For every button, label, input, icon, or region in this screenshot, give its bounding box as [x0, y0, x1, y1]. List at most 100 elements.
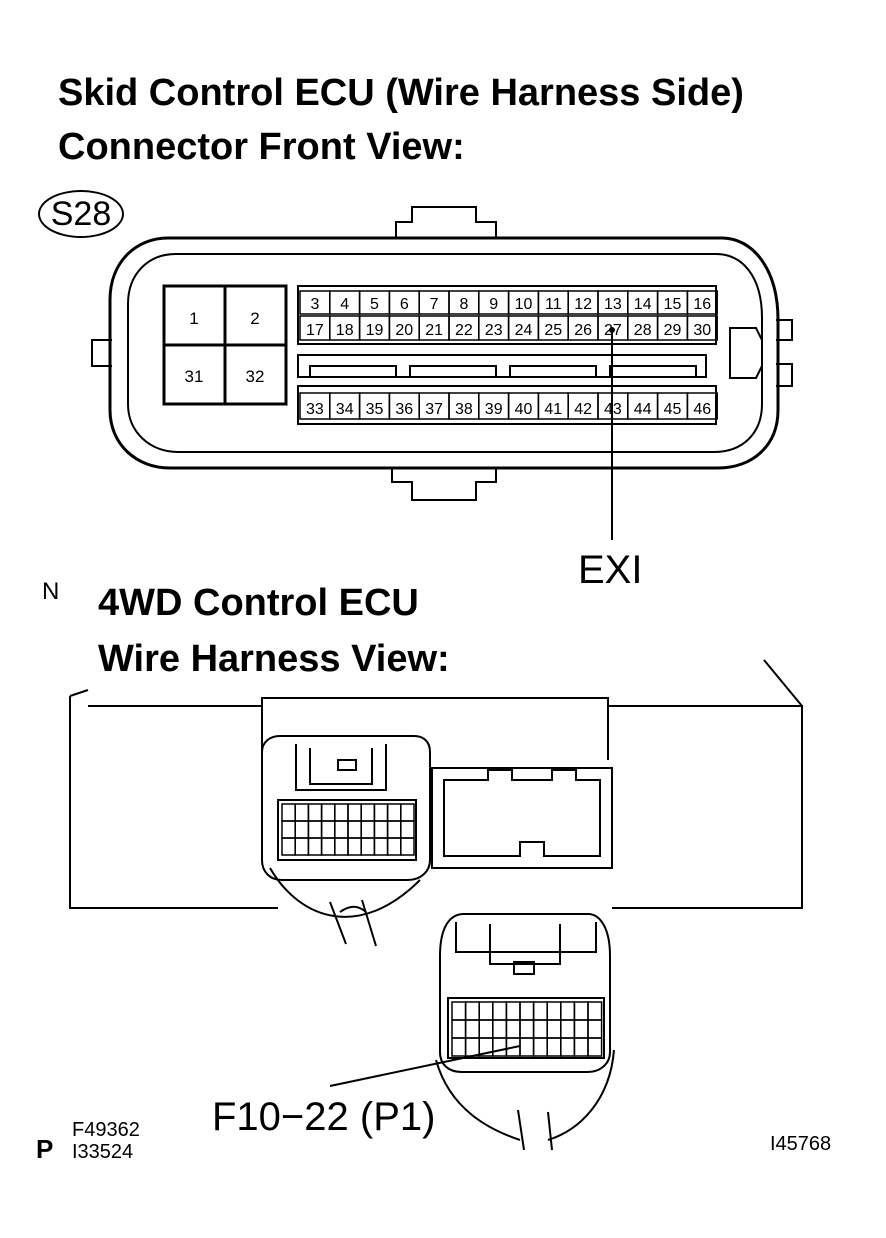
large-pin-label: 1	[189, 309, 198, 328]
mini-pin-cell	[294, 820, 310, 839]
mini-pin-cell	[386, 803, 402, 822]
mini-pin-cell	[464, 1037, 480, 1057]
pin-label: 17	[306, 322, 324, 339]
pin-label: 7	[430, 296, 439, 313]
mini-pin-cell	[294, 837, 310, 856]
large-pin-label: 31	[185, 367, 204, 386]
pin-label: 11	[545, 296, 562, 313]
pin-label: 22	[455, 322, 473, 339]
pin-cell	[686, 392, 718, 420]
mini-pin-cell	[334, 803, 349, 822]
mini-pin-cell	[519, 1001, 535, 1021]
pin-label: 36	[395, 401, 413, 418]
mini-pin-cell	[373, 820, 389, 839]
pin-label: 5	[370, 296, 379, 313]
pin-label: 40	[515, 401, 533, 418]
left-tab	[91, 339, 112, 367]
mini-pin-cell	[546, 1019, 562, 1039]
mini-pin-cell	[334, 837, 349, 856]
key-slot-detail	[309, 365, 697, 377]
mini-pin-cell	[464, 1001, 480, 1021]
f10-leader-line	[329, 1045, 521, 1087]
mini-pin-cell	[400, 820, 415, 839]
mini-pin-cell	[519, 1019, 535, 1039]
connector-housing-inner	[127, 253, 763, 453]
mini-pin-cell	[281, 837, 296, 856]
mini-pin-cell	[386, 820, 402, 839]
harness-connector-f10	[439, 913, 611, 1073]
mini-pin-cell	[492, 1019, 508, 1039]
ecu-body-left	[69, 696, 278, 909]
mini-pin-cell	[320, 837, 336, 856]
pin-label: 27	[604, 322, 622, 339]
mini-pin-cell	[587, 1001, 603, 1021]
pin-label: 23	[485, 322, 503, 339]
pin-label: 9	[489, 296, 498, 313]
callout-exi: EXI	[578, 548, 643, 592]
mini-pin-cell	[560, 1019, 576, 1039]
mini-pin-cell	[451, 1019, 467, 1039]
connector-code-badge: S28	[38, 190, 124, 238]
mini-pin-cell	[464, 1019, 480, 1039]
mark-n: N	[42, 578, 60, 605]
mini-pin-cell	[320, 820, 336, 839]
pin-label: 46	[693, 401, 711, 418]
pin-label: 25	[544, 322, 562, 339]
mini-pin-cell	[505, 1001, 521, 1021]
pin-label: 13	[604, 296, 622, 313]
mini-pin-cell	[587, 1019, 603, 1039]
subtitle-line1: 4WD Control ECU	[98, 582, 419, 624]
mini-pin-cell	[532, 1037, 548, 1057]
pin-label: 44	[634, 401, 652, 418]
mini-pin-cell	[492, 1001, 508, 1021]
pin-label: 12	[574, 296, 592, 313]
subtitle-line2: Wire Harness View:	[98, 638, 450, 680]
mini-pin-cell	[400, 837, 415, 856]
pin-label: 38	[455, 401, 473, 418]
mini-pin-cell	[573, 1001, 589, 1021]
pin-label: 14	[634, 296, 652, 313]
pin-label: 16	[693, 296, 711, 313]
pin-label: 18	[336, 322, 354, 339]
mini-pin-cell	[373, 803, 389, 822]
pin-label: 26	[574, 322, 592, 339]
pin-label: 21	[425, 322, 443, 339]
reference-code-1: F49362	[72, 1119, 140, 1141]
pin-label: 29	[664, 322, 682, 339]
mini-pin-cell	[573, 1037, 589, 1057]
mini-pin-cell	[307, 803, 323, 822]
pin-label: 19	[366, 322, 384, 339]
mini-pin-cell	[560, 1001, 576, 1021]
mini-pin-cell	[478, 1001, 494, 1021]
upper-pin-block	[297, 285, 717, 345]
pin-label: 33	[306, 401, 324, 418]
pin-label: 20	[395, 322, 413, 339]
mini-pin-cell	[360, 837, 376, 856]
mini-pin-cell	[307, 837, 323, 856]
mini-pin-cell	[347, 820, 362, 839]
pin-label: 34	[336, 401, 354, 418]
mini-pin-cell	[360, 803, 376, 822]
mini-pin-cell	[360, 820, 376, 839]
pin-label: 35	[366, 401, 384, 418]
mini-pin-cell	[400, 803, 415, 822]
mini-pin-cell	[519, 1037, 535, 1057]
mini-pin-cell	[478, 1019, 494, 1039]
empty-socket-inner	[443, 769, 601, 857]
pin-label: 45	[664, 401, 682, 418]
pin-label: 24	[515, 322, 533, 339]
pin-label: 42	[574, 401, 592, 418]
callout-f10: F10−22 (P1)	[212, 1095, 436, 1139]
mini-pin-cell	[573, 1019, 589, 1039]
mini-pin-cell	[546, 1037, 562, 1057]
mini-pin-cell	[492, 1037, 508, 1057]
mini-pin-cell	[281, 803, 296, 822]
pin-label: 4	[340, 296, 349, 313]
lower-pin-block	[297, 385, 717, 425]
pin-label: 30	[693, 322, 711, 339]
mini-pin-cell	[307, 820, 323, 839]
right-tab-lower	[776, 363, 793, 387]
mini-pin-cell	[451, 1001, 467, 1021]
